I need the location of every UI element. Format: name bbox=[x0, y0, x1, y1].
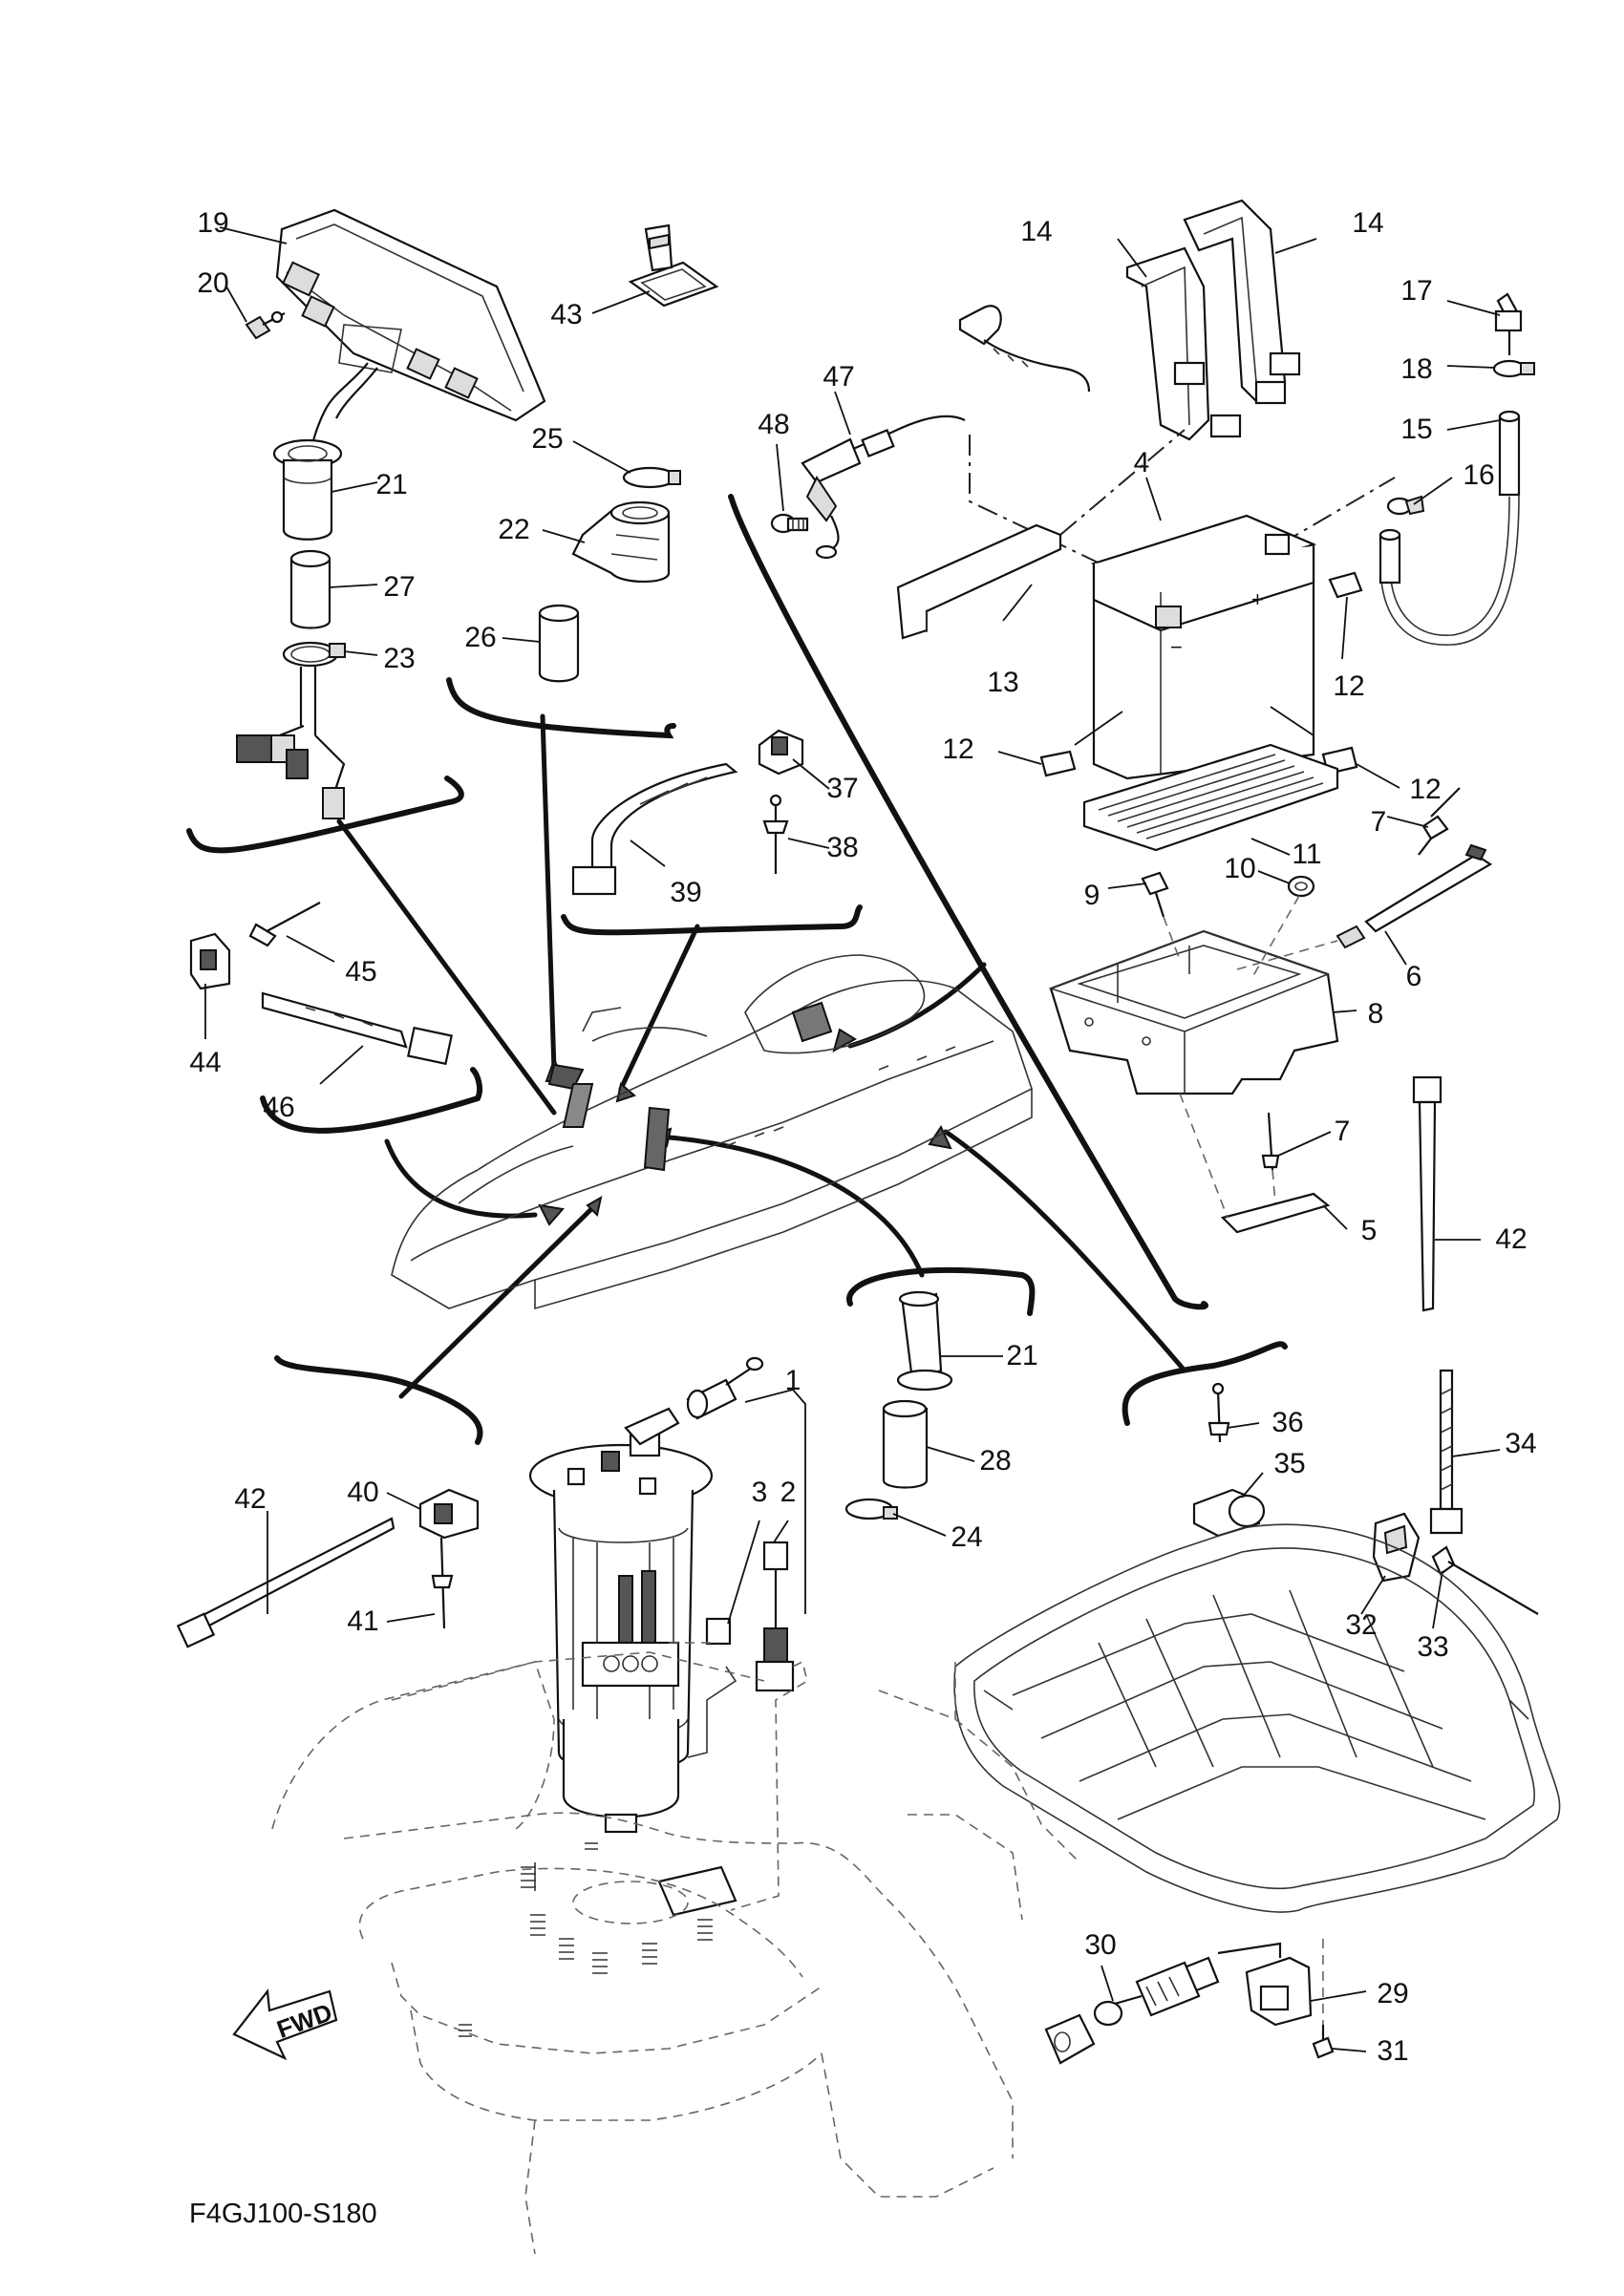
callout-37: 37 bbox=[826, 773, 859, 804]
clip-rivet-tie-40-42 bbox=[176, 1488, 480, 1648]
callout-48: 48 bbox=[758, 409, 790, 440]
assembly-leaders bbox=[336, 713, 1187, 1399]
callout-6: 6 bbox=[1405, 961, 1422, 992]
callout-17: 17 bbox=[1400, 275, 1433, 307]
callout-21-b: 21 bbox=[1006, 1340, 1038, 1371]
meter-assembly bbox=[245, 208, 546, 459]
callout-27: 27 bbox=[383, 571, 416, 603]
callout-23: 23 bbox=[383, 643, 416, 674]
callout-41: 41 bbox=[347, 1605, 379, 1637]
left-stack bbox=[236, 438, 346, 819]
callout-21-a: 21 bbox=[375, 469, 408, 500]
callout-25: 25 bbox=[531, 423, 564, 455]
callout-31: 31 bbox=[1377, 2035, 1409, 2067]
tie-42-right bbox=[1412, 1075, 1442, 1312]
callout-9: 9 bbox=[1083, 880, 1100, 911]
callout-7-top: 7 bbox=[1370, 806, 1387, 838]
callout-32: 32 bbox=[1345, 1609, 1378, 1641]
clip-rivet-35-36 bbox=[1192, 1382, 1266, 1538]
clamp-43 bbox=[628, 223, 719, 308]
callout-7-bottom: 7 bbox=[1334, 1116, 1351, 1147]
callout-5: 5 bbox=[1360, 1215, 1378, 1246]
callout-12-b: 12 bbox=[942, 733, 974, 765]
vent-hose-assembly bbox=[1378, 292, 1535, 646]
callout-1: 1 bbox=[784, 1365, 801, 1396]
callout-12-c: 12 bbox=[1409, 774, 1442, 805]
callout-30: 30 bbox=[1084, 1929, 1117, 1961]
middle-stack bbox=[538, 466, 681, 683]
callout-39: 39 bbox=[670, 877, 702, 908]
callout-12-a: 12 bbox=[1333, 670, 1365, 702]
callout-20: 20 bbox=[197, 267, 229, 299]
callout-2: 2 bbox=[780, 1477, 797, 1508]
callout-35: 35 bbox=[1273, 1448, 1306, 1479]
mounting-posts bbox=[459, 1842, 713, 2037]
clip-rivet-tie-left bbox=[189, 902, 453, 1066]
callout-14-b: 14 bbox=[1352, 207, 1384, 239]
hull-deck bbox=[271, 1651, 1080, 2255]
callout-22: 22 bbox=[498, 514, 530, 545]
callout-34: 34 bbox=[1505, 1428, 1537, 1459]
callout-10: 10 bbox=[1224, 853, 1256, 884]
callout-18: 18 bbox=[1400, 353, 1433, 385]
diagram-code: F4GJ100-S180 bbox=[189, 2199, 377, 2229]
callout-16: 16 bbox=[1463, 459, 1495, 491]
deck-frame bbox=[953, 1523, 1561, 1913]
tie-clip-33-34-32 bbox=[1372, 1369, 1539, 1615]
callout-42-right: 42 bbox=[1495, 1223, 1528, 1255]
callout-42-left: 42 bbox=[234, 1483, 267, 1515]
callout-36: 36 bbox=[1271, 1407, 1304, 1438]
callout-11: 11 bbox=[1292, 839, 1322, 870]
callout-3: 3 bbox=[751, 1477, 768, 1508]
fuel-stack-21-28-24 bbox=[844, 1290, 953, 1520]
fuel-pump-assembly bbox=[528, 1356, 808, 1917]
watercraft-outline bbox=[391, 954, 1033, 1310]
svg-text:−: − bbox=[1170, 635, 1183, 659]
callout-29: 29 bbox=[1377, 1978, 1409, 2009]
callout-44: 44 bbox=[189, 1047, 222, 1078]
callout-8: 8 bbox=[1367, 998, 1384, 1030]
svg-text:+: + bbox=[1251, 587, 1264, 611]
callout-24: 24 bbox=[951, 1521, 983, 1553]
callout-47: 47 bbox=[823, 361, 855, 393]
callout-46: 46 bbox=[263, 1092, 295, 1123]
battery-assembly: + − bbox=[896, 199, 1396, 852]
sensor-47-48 bbox=[770, 415, 966, 560]
callout-14-a: 14 bbox=[1020, 216, 1053, 247]
callout-28: 28 bbox=[979, 1445, 1012, 1477]
callout-13: 13 bbox=[987, 667, 1019, 698]
clip-rivet-tie bbox=[571, 729, 804, 896]
battery-box-assembly bbox=[1048, 787, 1493, 1234]
callout-33: 33 bbox=[1417, 1631, 1449, 1663]
callout-43: 43 bbox=[550, 299, 583, 330]
callout-26: 26 bbox=[464, 622, 497, 653]
callout-45: 45 bbox=[345, 956, 377, 988]
svg-text:FWD: FWD bbox=[273, 1998, 336, 2044]
sensor-29-30-31 bbox=[1044, 1939, 1335, 2065]
callout-15: 15 bbox=[1400, 414, 1433, 445]
callout-38: 38 bbox=[826, 832, 859, 863]
fwd-arrow-icon: FWD bbox=[232, 1988, 338, 2061]
callout-19: 19 bbox=[197, 207, 229, 239]
callout-40: 40 bbox=[347, 1477, 379, 1508]
callout-4: 4 bbox=[1133, 447, 1150, 478]
